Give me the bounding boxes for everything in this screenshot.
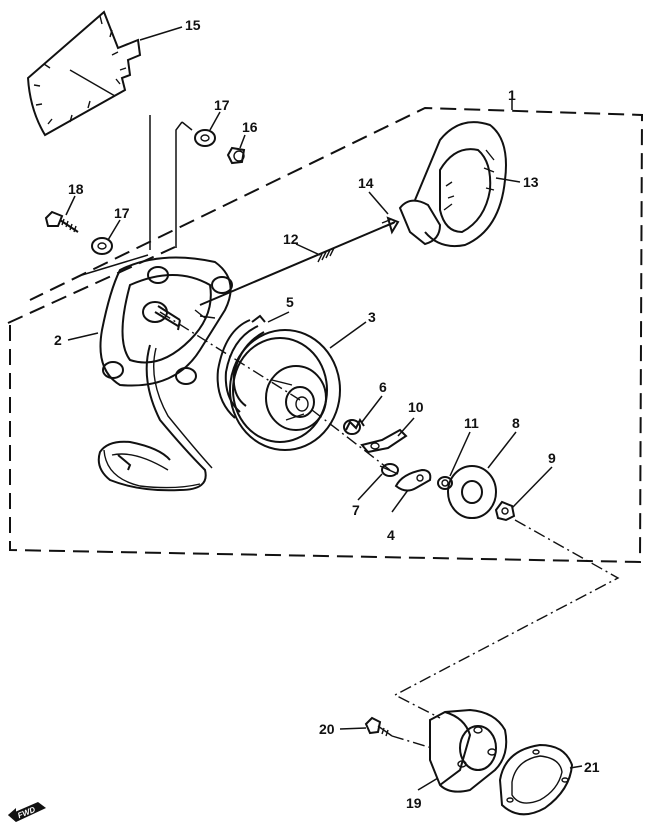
starter-case-2 xyxy=(99,256,233,387)
label-part-12: 12 xyxy=(283,231,299,247)
rope-stopper-14 xyxy=(381,216,400,235)
centerline-axis xyxy=(159,311,391,471)
decal-sheet xyxy=(26,10,142,137)
recoil-spring-5 xyxy=(216,314,266,419)
spring-6 xyxy=(343,418,365,435)
fwd-label: FWD xyxy=(16,805,36,820)
leader-lines xyxy=(65,26,583,791)
label-part-17-upper: 17 xyxy=(214,97,230,113)
bolt-18 xyxy=(44,210,79,233)
guide-loop-inner xyxy=(153,347,213,469)
label-part-10: 10 xyxy=(408,399,424,415)
starter-handle-13 xyxy=(398,121,507,248)
pawl-spring-10 xyxy=(360,428,408,454)
label-part-15: 15 xyxy=(185,17,201,33)
guide-loop xyxy=(97,344,207,492)
washer-17-lower xyxy=(91,237,113,255)
flange-housing-19 xyxy=(429,708,508,793)
label-part-6: 6 xyxy=(379,379,387,395)
label-part-2: 2 xyxy=(54,332,62,348)
gasket-21 xyxy=(498,743,574,816)
starter-rope-12 xyxy=(199,221,396,306)
nut-9 xyxy=(494,500,516,522)
bolt-20 xyxy=(364,716,393,737)
label-part-11: 11 xyxy=(464,415,479,431)
reel-pulley-3 xyxy=(229,329,341,451)
assembly-boundary xyxy=(7,106,644,564)
label-part-7: 7 xyxy=(352,502,360,518)
fwd-direction-badge: FWD xyxy=(8,802,46,822)
label-part-20: 20 xyxy=(319,721,335,737)
washer-11 xyxy=(437,476,453,490)
label-part-18: 18 xyxy=(68,181,84,197)
label-part-8: 8 xyxy=(512,415,520,431)
ratchet-4 xyxy=(394,468,432,492)
label-part-3: 3 xyxy=(368,309,376,325)
drive-plate-8 xyxy=(447,465,497,519)
label-part-5: 5 xyxy=(286,294,294,310)
label-part-1: 1 xyxy=(508,87,516,103)
washer-17-upper xyxy=(194,129,216,147)
bolt-20-axis xyxy=(391,735,433,749)
part-labels: 1 2 3 4 5 6 7 8 9 10 11 12 13 14 15 16 1… xyxy=(54,17,600,811)
label-part-19: 19 xyxy=(406,795,422,811)
assembly-centerline-down xyxy=(393,519,620,719)
label-part-17-lower: 17 xyxy=(114,205,130,221)
label-part-14: 14 xyxy=(358,175,374,191)
bushing-16 xyxy=(226,146,246,165)
label-part-16: 16 xyxy=(242,119,258,135)
label-part-13: 13 xyxy=(523,174,539,190)
label-part-4: 4 xyxy=(387,527,395,543)
label-part-9: 9 xyxy=(548,450,556,466)
label-part-21: 21 xyxy=(584,759,600,775)
